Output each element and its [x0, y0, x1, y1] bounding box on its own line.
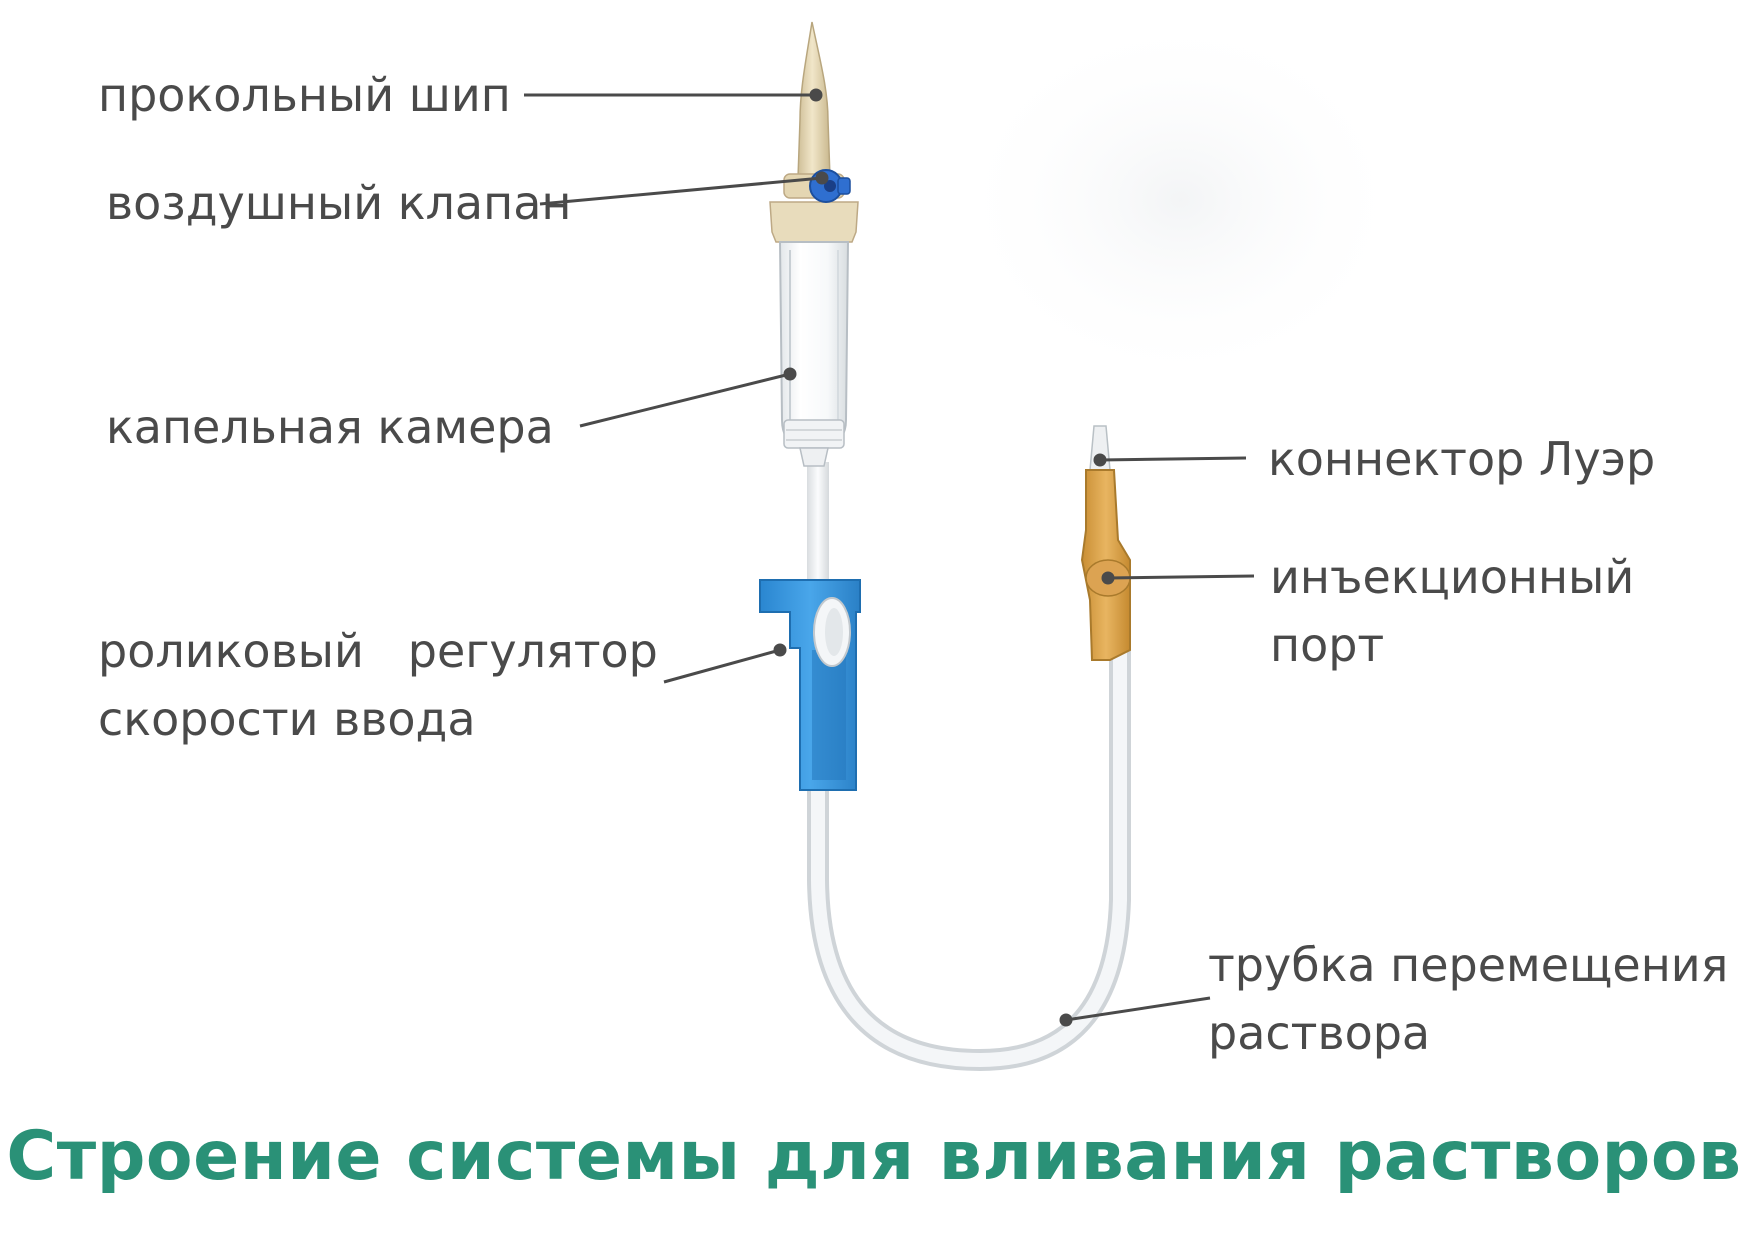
label-injection-port-line1: инъекционный: [1270, 550, 1635, 604]
label-tubing-line2: раствора: [1208, 1006, 1431, 1060]
chamber-cap: [769, 201, 859, 243]
label-roller-clamp-line1: роликовый регулятор: [98, 624, 658, 678]
label-injection-port-line2: порт: [1270, 618, 1385, 672]
upper-tube: [807, 462, 829, 602]
leader-lines: [524, 88, 1255, 1027]
leader-tubing: [1065, 996, 1211, 1022]
label-luer-connector: коннектор Луэр: [1268, 432, 1656, 486]
leader-roller-clamp: [663, 648, 781, 684]
label-air-valve: воздушный клапан: [106, 176, 572, 230]
leader-luer: [1099, 456, 1247, 462]
leader-drip-chamber: [579, 372, 791, 428]
leader-injection-port: [1107, 574, 1255, 580]
label-roller-clamp-line2: скорости ввода: [98, 692, 476, 746]
label-tubing-line1: трубка перемещения: [1208, 938, 1729, 992]
leader-air-valve: [539, 176, 823, 206]
label-drip-chamber: капельная камера: [106, 400, 554, 454]
label-spike: прокольный шип: [98, 68, 511, 122]
background-haze: [950, 10, 1410, 390]
diagram-title: Строение системы для вливания растворов: [6, 1117, 1742, 1196]
tubing: [807, 639, 1131, 1072]
